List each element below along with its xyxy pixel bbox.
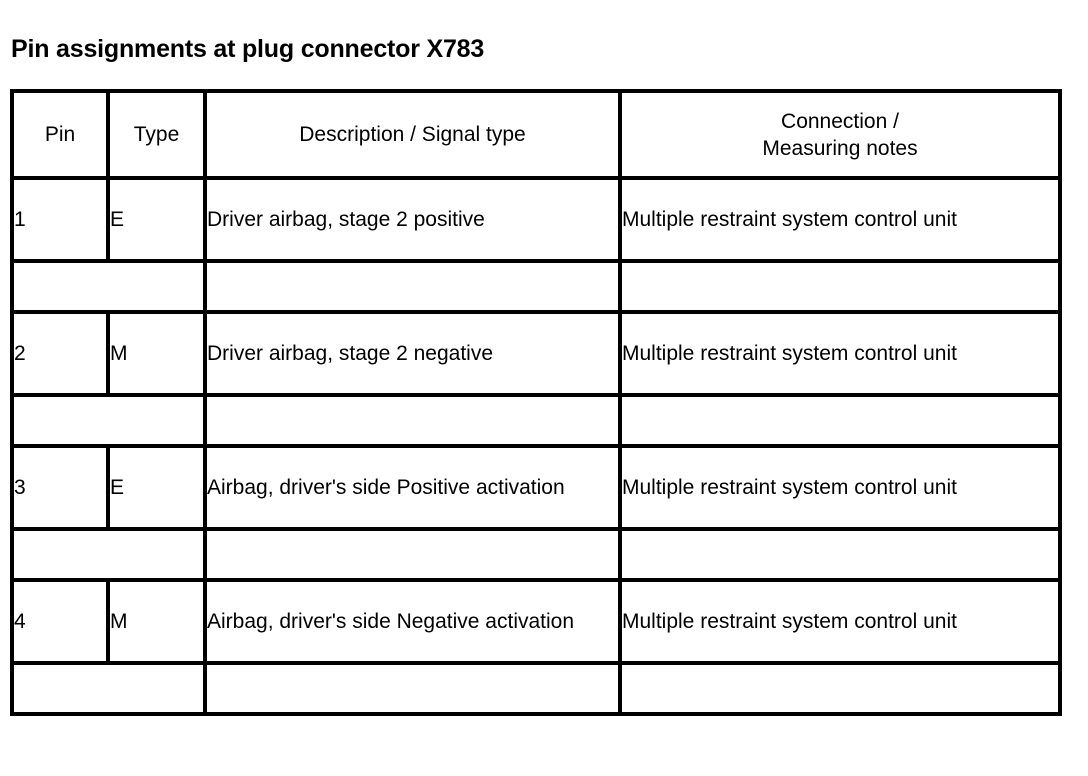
cell-type: M <box>106 310 207 397</box>
column-header-connection-line1: Connection / <box>781 109 899 133</box>
cell-description <box>203 393 622 448</box>
table-header-row: Pin Type Description / Signal type Conne… <box>10 89 1062 180</box>
column-header-type: Type <box>106 89 207 180</box>
column-header-connection-line2: Measuring notes <box>762 136 918 160</box>
table-spacer-row <box>10 259 1062 314</box>
column-header-description: Description / Signal type <box>203 89 622 180</box>
cell-description <box>203 527 622 582</box>
cell-pin-type-merged <box>10 393 207 448</box>
cell-pin: 3 <box>10 444 110 531</box>
table-row: 4 M Airbag, driver's side Negative activ… <box>10 578 1062 665</box>
cell-pin-type-merged <box>10 527 207 582</box>
cell-connection <box>618 393 1062 448</box>
table-row: 2 M Driver airbag, stage 2 negative Mult… <box>10 310 1062 397</box>
cell-description: Driver airbag, stage 2 negative <box>203 310 622 397</box>
table-header: Pin Type Description / Signal type Conne… <box>10 89 1062 180</box>
table-row: 1 E Driver airbag, stage 2 positive Mult… <box>10 176 1062 263</box>
column-header-connection: Connection / Measuring notes <box>618 89 1062 180</box>
cell-description: Driver airbag, stage 2 positive <box>203 176 622 263</box>
cell-pin-type-merged <box>10 259 207 314</box>
cell-connection <box>618 259 1062 314</box>
pin-assignment-table: Pin Type Description / Signal type Conne… <box>10 89 1062 716</box>
cell-description: Airbag, driver's side Positive activatio… <box>203 444 622 531</box>
cell-connection: Multiple restraint system control unit <box>618 444 1062 531</box>
cell-pin: 4 <box>10 578 110 665</box>
cell-type: M <box>106 578 207 665</box>
table-row: 3 E Airbag, driver's side Positive activ… <box>10 444 1062 531</box>
cell-connection: Multiple restraint system control unit <box>618 176 1062 263</box>
cell-description <box>203 661 622 716</box>
cell-connection: Multiple restraint system control unit <box>618 578 1062 665</box>
table-body: 1 E Driver airbag, stage 2 positive Mult… <box>10 176 1062 716</box>
cell-connection: Multiple restraint system control unit <box>618 310 1062 397</box>
cell-pin: 1 <box>10 176 110 263</box>
cell-description <box>203 259 622 314</box>
cell-connection <box>618 527 1062 582</box>
cell-pin: 2 <box>10 310 110 397</box>
table-spacer-row <box>10 393 1062 448</box>
cell-type: E <box>106 444 207 531</box>
cell-description: Airbag, driver's side Negative activatio… <box>203 578 622 665</box>
cell-type: E <box>106 176 207 263</box>
table-spacer-row <box>10 661 1062 716</box>
column-header-pin: Pin <box>10 89 110 180</box>
cell-pin-type-merged <box>10 661 207 716</box>
cell-connection <box>618 661 1062 716</box>
page-title: Pin assignments at plug connector X783 <box>11 34 485 63</box>
table-spacer-row <box>10 527 1062 582</box>
